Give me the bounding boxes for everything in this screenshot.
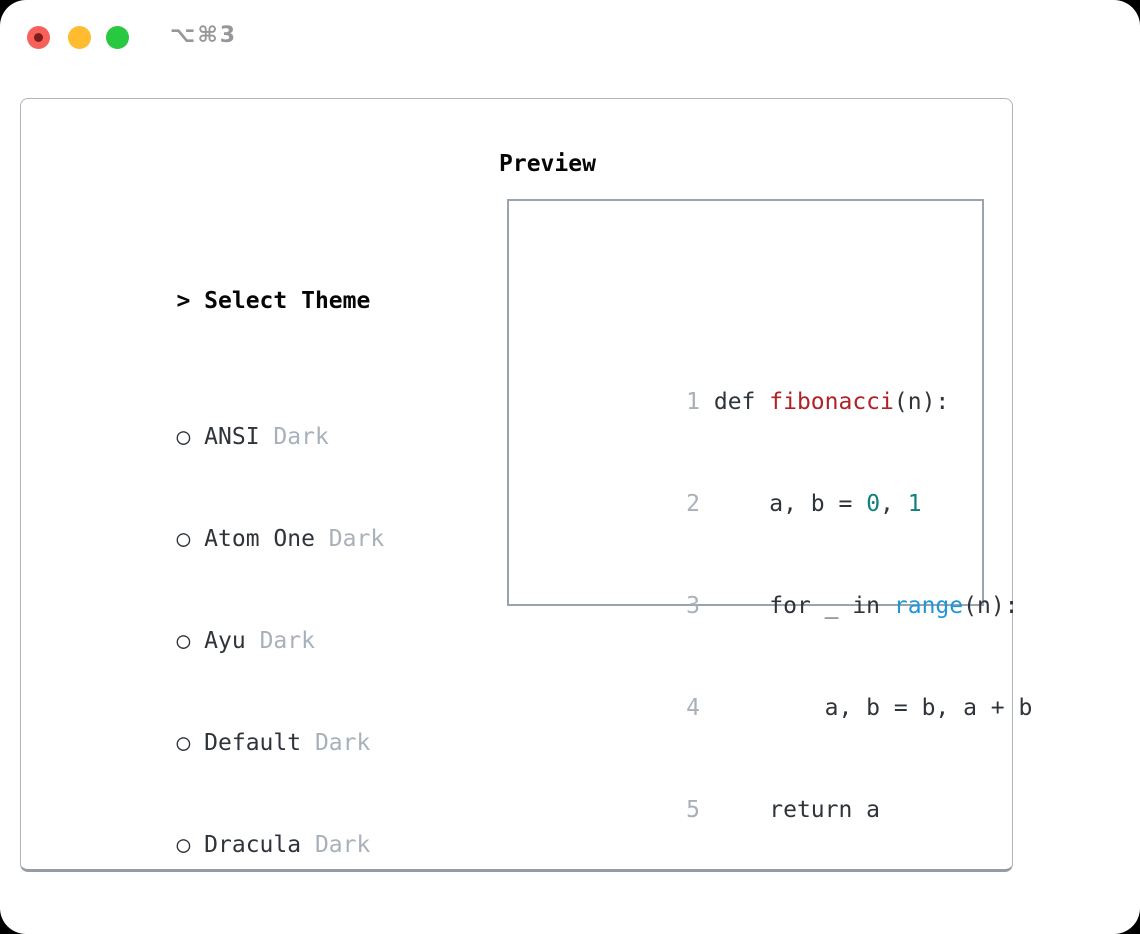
- blank-code-line: [520, 895, 1115, 929]
- variant-tag: Dark: [273, 424, 329, 450]
- window-title: ⌥⌘3: [170, 23, 238, 48]
- number-token: 0: [866, 491, 881, 517]
- select-theme-header: > Select Theme: [38, 250, 467, 314]
- zoom-button[interactable]: [106, 26, 129, 49]
- line-number: 4: [686, 695, 701, 721]
- function-name-token: fibonacci: [769, 389, 894, 415]
- minimize-button[interactable]: [68, 26, 91, 49]
- radio-icon: ○: [176, 832, 191, 858]
- select-theme-title: Select Theme: [204, 288, 371, 314]
- theme-option-github-dark[interactable]: ○GitHubDark: [38, 896, 467, 930]
- line-number: 2: [686, 491, 701, 517]
- radio-icon: ○: [176, 628, 191, 654]
- radio-icon: ○: [176, 730, 191, 756]
- radio-icon: ○: [176, 526, 191, 552]
- close-button[interactable]: [27, 26, 50, 49]
- radio-icon: ○: [176, 424, 191, 450]
- prompt-icon: >: [176, 288, 191, 314]
- code-line: 2 a, b = 0, 1: [520, 453, 1115, 517]
- line-number: 1: [686, 389, 701, 415]
- variant-tag: Dark: [259, 628, 315, 654]
- variant-tag: Dark: [328, 526, 385, 552]
- code-line: 4 a, b = b, a + b: [520, 657, 1115, 721]
- code-line: 5 return a: [520, 759, 1115, 823]
- variant-tag: Dark: [314, 730, 371, 756]
- line-number: 3: [686, 593, 701, 619]
- variant-tag: Dark: [314, 832, 371, 858]
- radio-icon: ○: [176, 930, 204, 934]
- code-line: 3 for _ in range(n):: [520, 555, 1115, 619]
- unsaved-indicator-dot: [34, 33, 43, 42]
- builtin-token: range: [893, 593, 964, 619]
- titlebar: ⌥⌘3: [0, 0, 1140, 76]
- preview-title: Preview: [499, 151, 596, 177]
- line-number: 5: [686, 797, 701, 823]
- number-token: 1: [907, 491, 922, 517]
